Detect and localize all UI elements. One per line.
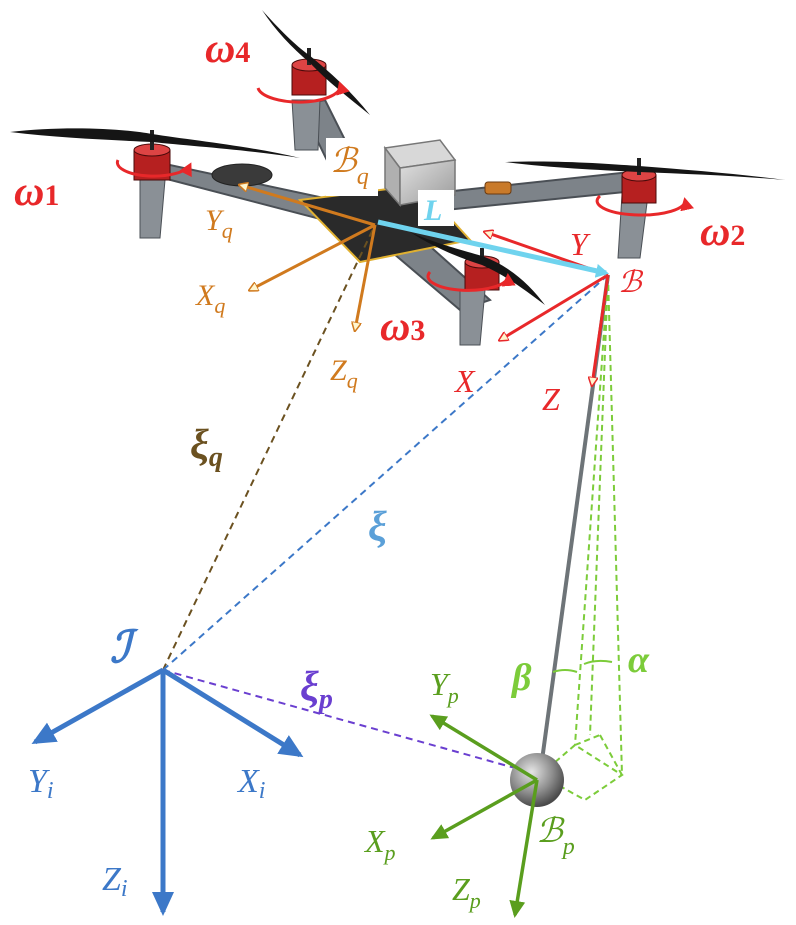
x-label: X — [453, 363, 476, 399]
spin-arrow-2 — [595, 194, 694, 217]
xq-label: Xq — [195, 279, 225, 318]
xi-q-line — [162, 224, 376, 671]
leg-4 — [291, 99, 321, 151]
zi-label: Zi — [102, 861, 128, 902]
axis-x — [500, 273, 609, 340]
xi-p-label: ξp — [300, 664, 333, 715]
omega3-label: ω3 — [380, 304, 425, 350]
payload-frame-axes — [429, 714, 539, 918]
yp-label: Yp — [430, 666, 459, 708]
axis-zp — [509, 779, 539, 918]
b-origin-label: ℬ — [618, 266, 644, 299]
alpha-label: α — [628, 639, 650, 681]
omega4-label: ω4 — [205, 26, 250, 72]
l-label: L — [423, 194, 442, 227]
zp-label: Zp — [452, 871, 481, 913]
propeller-1 — [10, 128, 300, 158]
leg-1 — [139, 179, 166, 239]
omega2-label: ω2 — [700, 209, 745, 255]
quad-frame-axes — [240, 185, 377, 330]
yi-label: Yi — [28, 763, 54, 804]
spin-arrow-3 — [426, 270, 516, 292]
leg-2 — [617, 194, 649, 259]
body-frame-axes — [485, 232, 610, 385]
orange-module — [484, 181, 512, 195]
rotor-spin-arrows — [115, 81, 694, 292]
arm-length-arrow — [377, 219, 609, 278]
yq-label: Yq — [205, 204, 233, 243]
y-label: Y — [570, 226, 591, 262]
alpha-arc — [583, 659, 613, 665]
alpha-projection — [589, 274, 609, 736]
z-label: Z — [542, 381, 561, 417]
spin-arrow-1 — [115, 159, 192, 178]
quadrotor-illustration — [10, 10, 785, 346]
beta-projection — [574, 274, 609, 746]
axis-yq — [240, 185, 376, 227]
xi-line — [162, 274, 609, 671]
l-label-bg — [418, 190, 454, 226]
axis-xp — [430, 778, 538, 840]
beta-arc — [552, 669, 578, 673]
omega1-label: ω1 — [14, 169, 59, 215]
axis-xi — [161, 667, 304, 758]
cable-construction — [510, 274, 624, 807]
leg-3 — [459, 289, 486, 346]
propeller-3 — [410, 232, 545, 305]
axis-z — [592, 274, 610, 385]
bq-label-bg — [326, 138, 378, 196]
beta-label: β — [510, 657, 532, 699]
gps-puck — [211, 163, 273, 187]
inertial-frame-axes — [31, 667, 304, 916]
zq-label: Zq — [330, 354, 358, 393]
spin-arrow-4 — [256, 81, 350, 104]
xi-p-line — [162, 669, 541, 776]
xi-q-label: ξq — [190, 422, 223, 473]
xi-axis-label: Xi — [236, 763, 265, 804]
axis-yp — [429, 714, 538, 782]
axis-xq — [250, 223, 376, 290]
propeller-2 — [505, 161, 785, 180]
position-vectors — [162, 224, 609, 776]
xp-label: Xp — [363, 823, 396, 865]
bq-label: ℬq — [330, 143, 369, 190]
vertical-projection — [607, 274, 623, 776]
axis-yi — [31, 667, 165, 745]
inertial-origin-label: ℐ — [110, 623, 139, 672]
xi-label: ξ — [368, 504, 387, 550]
bp-label: ℬp — [536, 813, 575, 860]
motor-2 — [621, 158, 657, 204]
axis-zq — [355, 224, 377, 330]
